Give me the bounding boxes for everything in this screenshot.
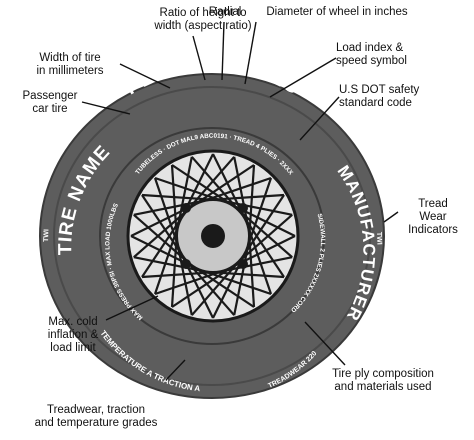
callout-radial: Radial <box>198 6 252 19</box>
callout-wheel-diameter: Diameter of wheel in inches <box>255 6 419 19</box>
callout-line: Treadwear, traction <box>46 404 145 416</box>
lug-nut <box>238 203 248 213</box>
callout-line: Width of tire <box>39 52 101 64</box>
callout-line: speed symbol <box>336 55 407 67</box>
callout-ply-composition: Tire ply composition and materials used <box>318 368 448 394</box>
callout-line: Load index & <box>336 42 404 54</box>
tread-groove <box>53 86 371 386</box>
callout-tread-wear-indicators: Tread Wear Indicators <box>400 198 466 237</box>
callout-line: in millimeters <box>36 65 104 77</box>
callout-line: U.S DOT safety <box>339 84 420 96</box>
callout-line: Tread <box>418 198 448 210</box>
lug-nut <box>238 259 248 269</box>
callout-line: and materials used <box>334 381 432 393</box>
sidewall-inner-edge <box>99 127 325 345</box>
leader-line-treadwear-grades <box>165 359 186 381</box>
callout-line: Radial <box>208 6 242 18</box>
callout-line: Indicators <box>408 224 458 236</box>
leader-line-tread-wear <box>383 211 399 223</box>
callout-treadwear-grades: Treadwear, traction and temperature grad… <box>26 404 166 430</box>
leader-line-ratio <box>192 35 206 81</box>
leader-lines <box>81 21 399 381</box>
callout-passenger-tire: Passenger car tire <box>17 90 83 116</box>
leader-line-diameter <box>244 21 257 85</box>
callout-max-cold-inflation: Max. cold inflation & load limit <box>38 316 108 355</box>
twi-marker: TWI <box>43 229 50 242</box>
callout-line: Max. cold <box>48 316 98 328</box>
callout-line: Tire ply composition <box>332 368 434 380</box>
callout-dot-code: U.S DOT safety standard code <box>339 84 443 110</box>
callout-line: and temperature grades <box>34 417 158 429</box>
callout-line: Passenger <box>22 90 78 102</box>
callout-line: inflation & <box>47 329 99 341</box>
twi-marker: TWI <box>102 370 117 383</box>
wheel-rim-edge <box>126 149 300 323</box>
callout-load-index: Load index & speed symbol <box>336 42 426 68</box>
callout-line: Wear <box>419 211 447 223</box>
leader-line-ply <box>304 321 346 366</box>
lug-nut <box>181 259 191 269</box>
leader-line-passenger <box>81 101 131 115</box>
leader-line-dot <box>299 96 340 141</box>
hub-center-hole <box>201 224 225 248</box>
lug-nut <box>181 203 191 213</box>
leader-line-load-index <box>269 57 337 98</box>
callout-line: Ratio of height to <box>159 7 247 19</box>
callout-aspect-ratio: Ratio of height to width (aspect ratio) <box>143 7 263 33</box>
callout-line: load limit <box>50 342 96 354</box>
callout-line: Diameter of wheel in inches <box>266 6 408 18</box>
leader-line-width <box>119 63 171 89</box>
wheel <box>126 149 300 323</box>
callout-tire-width: Width of tire in millimeters <box>18 52 122 78</box>
callout-line: width (aspect ratio) <box>154 20 252 32</box>
leader-line-max-cold <box>105 295 159 321</box>
leader-line-radial <box>221 21 225 81</box>
twi-marker: TWI <box>375 232 382 245</box>
callout-line: car tire <box>32 103 68 115</box>
callout-line: standard code <box>339 97 412 109</box>
